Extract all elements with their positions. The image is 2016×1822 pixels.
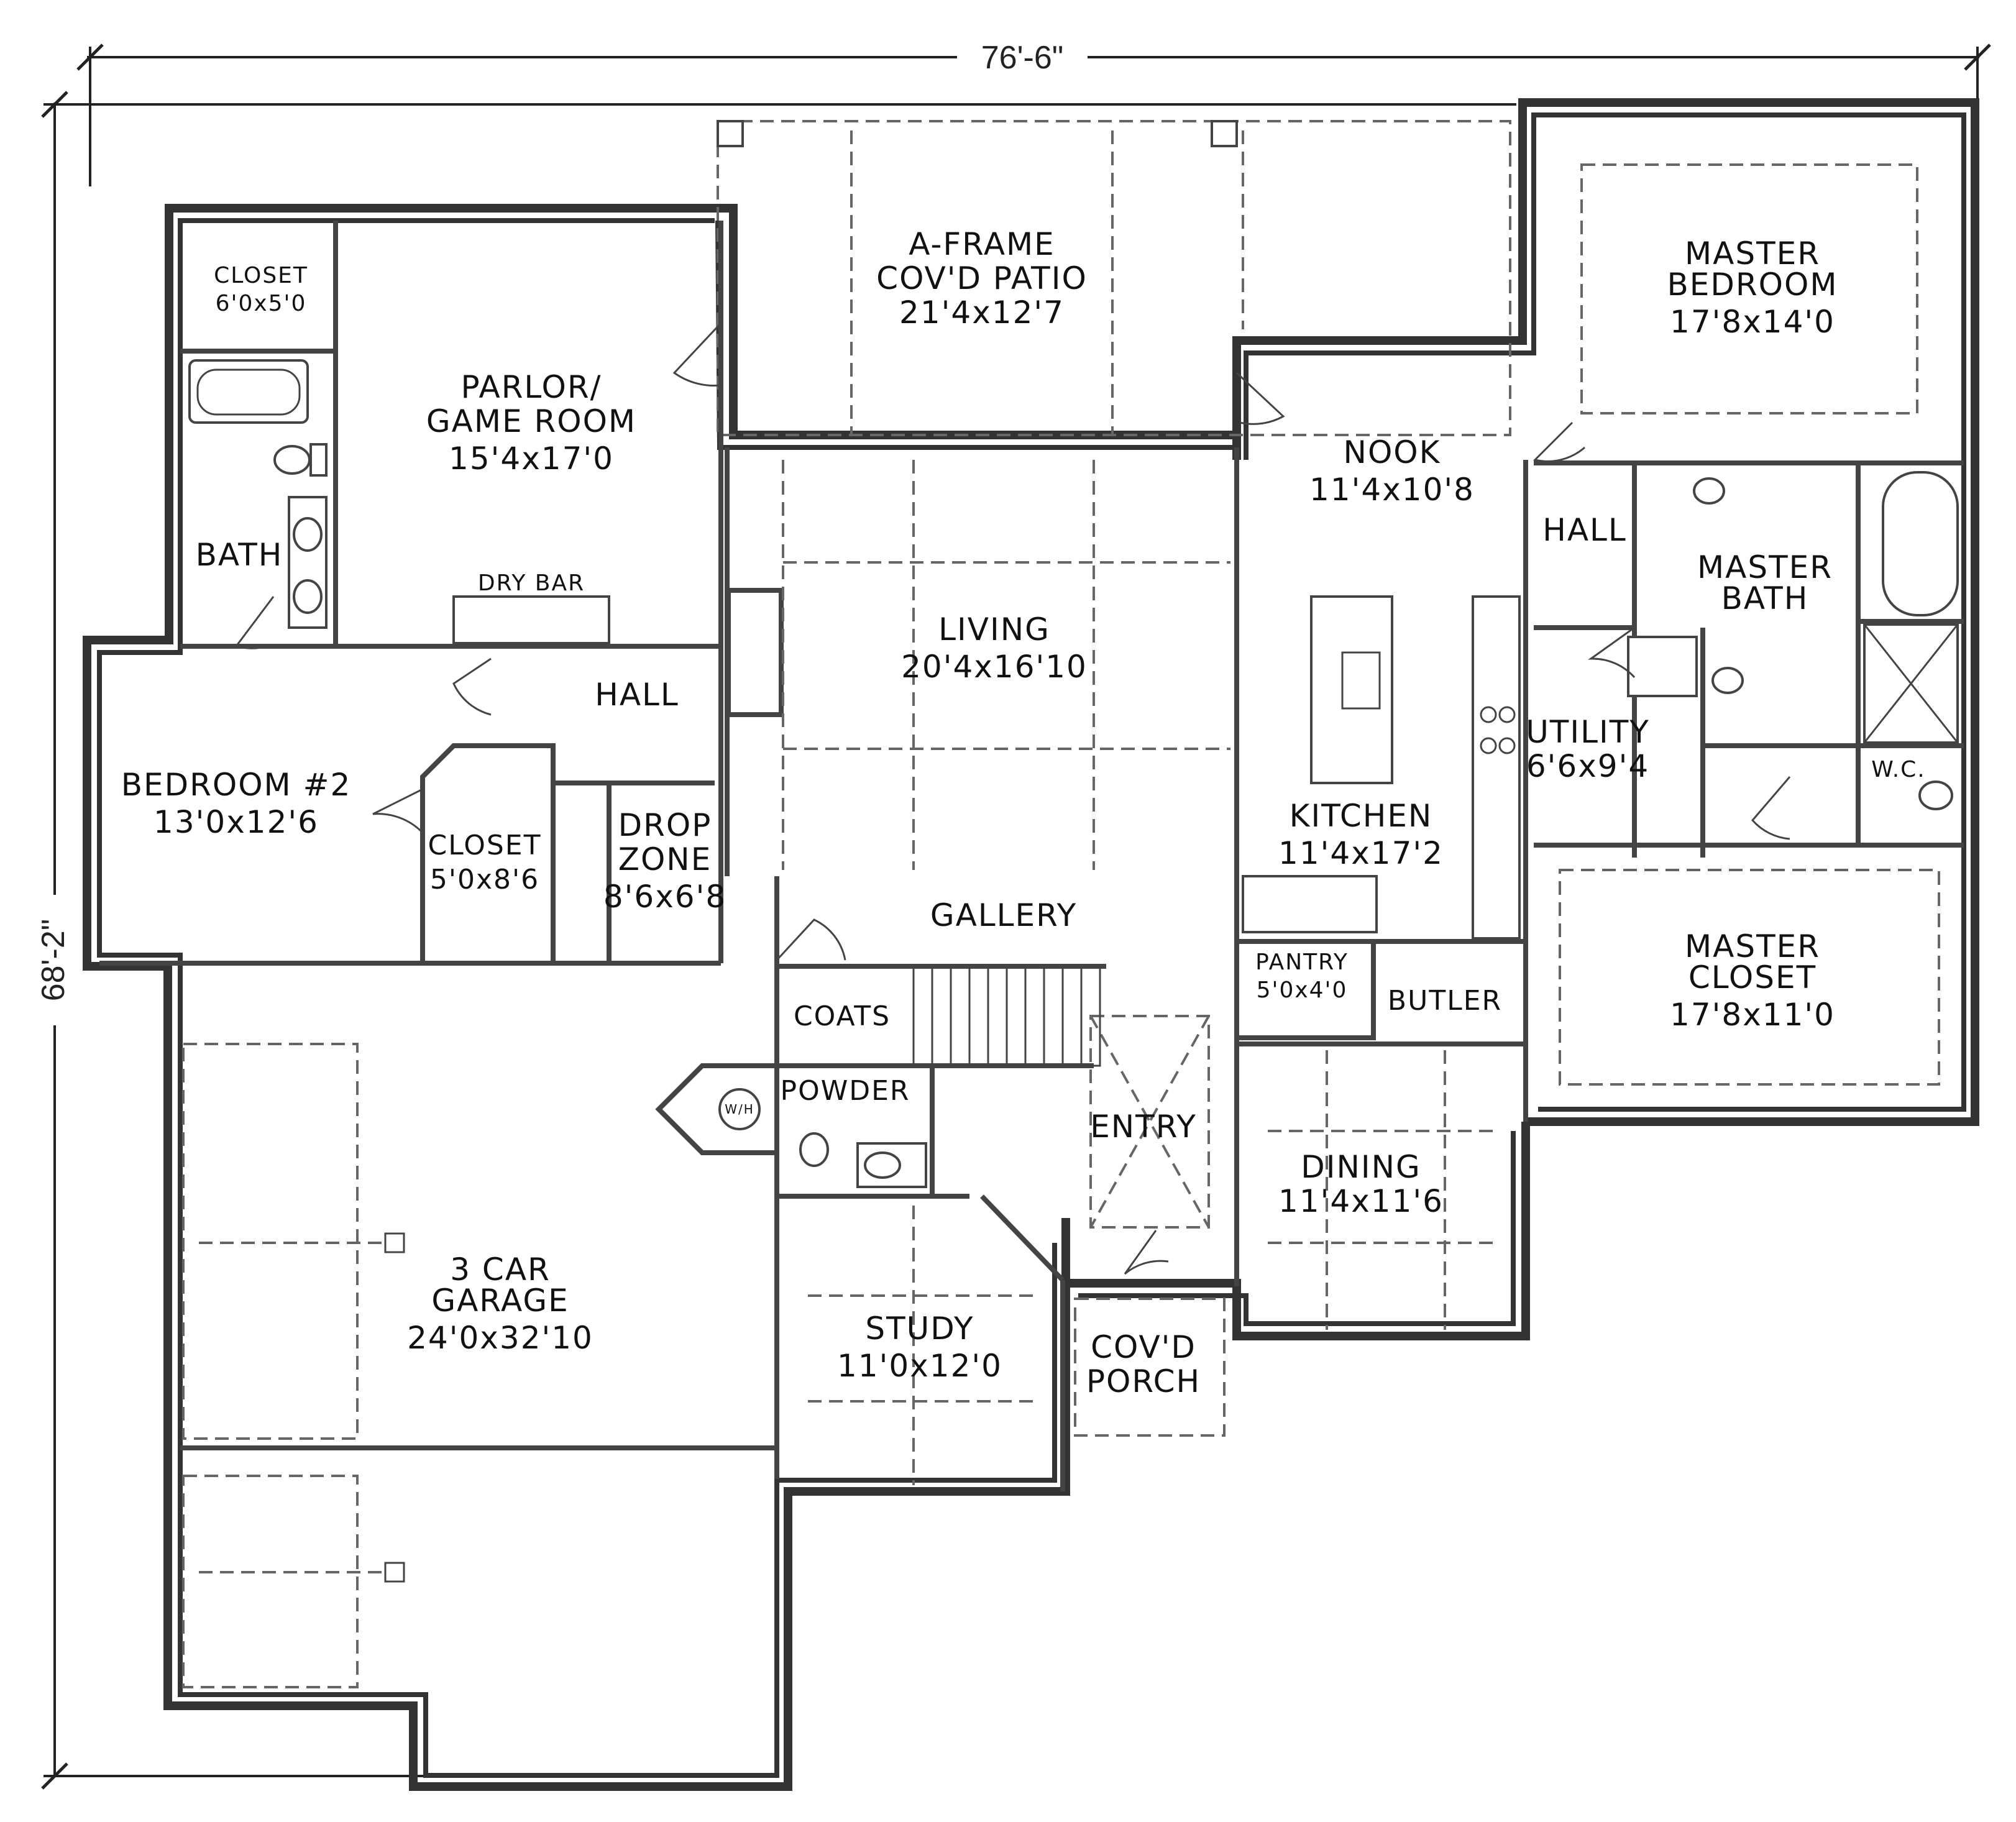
dining-size: 11'4x11'6 bbox=[1278, 1183, 1444, 1219]
staircase bbox=[912, 965, 1101, 1067]
living-size: 20'4x16'10 bbox=[901, 649, 1088, 685]
toilet-icon bbox=[273, 443, 328, 477]
gallery-name: GALLERY bbox=[930, 897, 1077, 933]
parlor-name1: PARLOR/ bbox=[461, 369, 602, 405]
exterior-walls bbox=[83, 98, 1979, 1791]
garage-name2: GARAGE bbox=[431, 1283, 569, 1319]
dry-bar-counter bbox=[452, 595, 610, 644]
utility-name: UTILITY bbox=[1526, 714, 1650, 750]
patio-name1: A-FRAME bbox=[909, 226, 1055, 262]
drop-zone-name2: ZONE bbox=[618, 841, 712, 877]
wc-toilet-icon bbox=[1918, 781, 1953, 810]
study-size: 11'0x12'0 bbox=[837, 1348, 1002, 1384]
utility-sink-icon bbox=[1627, 636, 1698, 697]
bedroom2-name: BEDROOM #2 bbox=[121, 767, 352, 803]
study-name: STUDY bbox=[865, 1311, 974, 1347]
drop-zone-size: 8'6x6'8 bbox=[603, 879, 726, 915]
powder-name: POWDER bbox=[781, 1075, 910, 1107]
closet2-name: CLOSET bbox=[428, 830, 542, 861]
dry-bar-name: DRY BAR bbox=[478, 570, 585, 596]
master-bedroom-name1: MASTER bbox=[1685, 236, 1820, 272]
garage-size: 24'0x32'10 bbox=[407, 1320, 593, 1356]
master-closet-name2: CLOSET bbox=[1688, 959, 1817, 996]
powder-fixtures bbox=[799, 1132, 927, 1188]
master-bedroom-name2: BEDROOM bbox=[1667, 267, 1838, 303]
nook-size: 11'4x10'8 bbox=[1309, 472, 1475, 508]
parlor-name2: GAME ROOM bbox=[426, 403, 636, 439]
master-closet-name1: MASTER bbox=[1685, 928, 1820, 964]
master-bath-name2: BATH bbox=[1721, 580, 1809, 616]
coats-name: COATS bbox=[794, 1000, 891, 1032]
width-dimension-label: 76'-6" bbox=[981, 40, 1063, 76]
room-labels: CLOSET 6'0x5'0 PARLOR/ GAME ROOM 15'4x17… bbox=[121, 226, 1926, 1399]
hall-right-name: HALL bbox=[1542, 512, 1627, 548]
shower-icon bbox=[1863, 623, 1959, 744]
closet1-size: 6'0x5'0 bbox=[216, 291, 307, 316]
freestanding-tub-icon bbox=[1882, 471, 1959, 616]
depth-dimension-label: 68'-2" bbox=[35, 919, 71, 1001]
kitchen-size: 11'4x17'2 bbox=[1278, 835, 1444, 871]
utility-size: 6'6x9'4 bbox=[1526, 748, 1649, 784]
butler-name: BUTLER bbox=[1388, 985, 1502, 1017]
kitchen-island bbox=[1310, 595, 1393, 784]
kitchen-name: KITCHEN bbox=[1290, 798, 1433, 834]
wc-name: W.C. bbox=[1871, 757, 1926, 782]
bedroom2-size: 13'0x12'6 bbox=[153, 804, 319, 840]
sink-icon bbox=[288, 496, 328, 629]
hall-left-name: HALL bbox=[595, 677, 679, 713]
pantry-size: 5'0x4'0 bbox=[1257, 977, 1348, 1003]
cooktop-icon bbox=[1480, 706, 1516, 754]
parlor-size: 15'4x17'0 bbox=[449, 441, 614, 477]
master-bath-name1: MASTER bbox=[1697, 549, 1833, 585]
master-closet-size: 17'8x11'0 bbox=[1670, 997, 1835, 1033]
closet1-name: CLOSET bbox=[214, 263, 308, 288]
width-dimension bbox=[76, 43, 1991, 186]
closet2-size: 5'0x8'6 bbox=[430, 864, 539, 895]
water-heater-icon bbox=[718, 1088, 761, 1130]
pantry-name: PANTRY bbox=[1255, 950, 1349, 975]
covered-patio bbox=[717, 120, 1511, 436]
bathtub-icon bbox=[188, 359, 309, 424]
bath-name: BATH bbox=[196, 537, 283, 573]
drop-zone-name1: DROP bbox=[618, 807, 712, 843]
porch-name2: PORCH bbox=[1086, 1363, 1201, 1399]
interior-walls bbox=[99, 221, 1964, 1491]
ceiling-lines bbox=[182, 163, 1940, 1688]
nook-name: NOOK bbox=[1344, 434, 1441, 470]
porch-name1: COV'D bbox=[1091, 1329, 1196, 1365]
kitchen-lower-cabinet bbox=[1242, 875, 1378, 933]
garage-name1: 3 CAR bbox=[450, 1252, 551, 1288]
entry-name: ENTRY bbox=[1090, 1109, 1197, 1145]
water-heater-name: W/H bbox=[725, 1102, 754, 1117]
patio-name2: COV'D PATIO bbox=[876, 260, 1088, 296]
door-swings bbox=[234, 322, 1791, 1275]
living-name: LIVING bbox=[938, 611, 1050, 648]
master-bedroom-size: 17'8x14'0 bbox=[1670, 304, 1835, 340]
master-sink-icon bbox=[1693, 477, 1744, 694]
patio-size: 21'4x12'7 bbox=[899, 295, 1065, 331]
kitchen-counter bbox=[1472, 595, 1521, 940]
dining-name: DINING bbox=[1301, 1149, 1421, 1185]
